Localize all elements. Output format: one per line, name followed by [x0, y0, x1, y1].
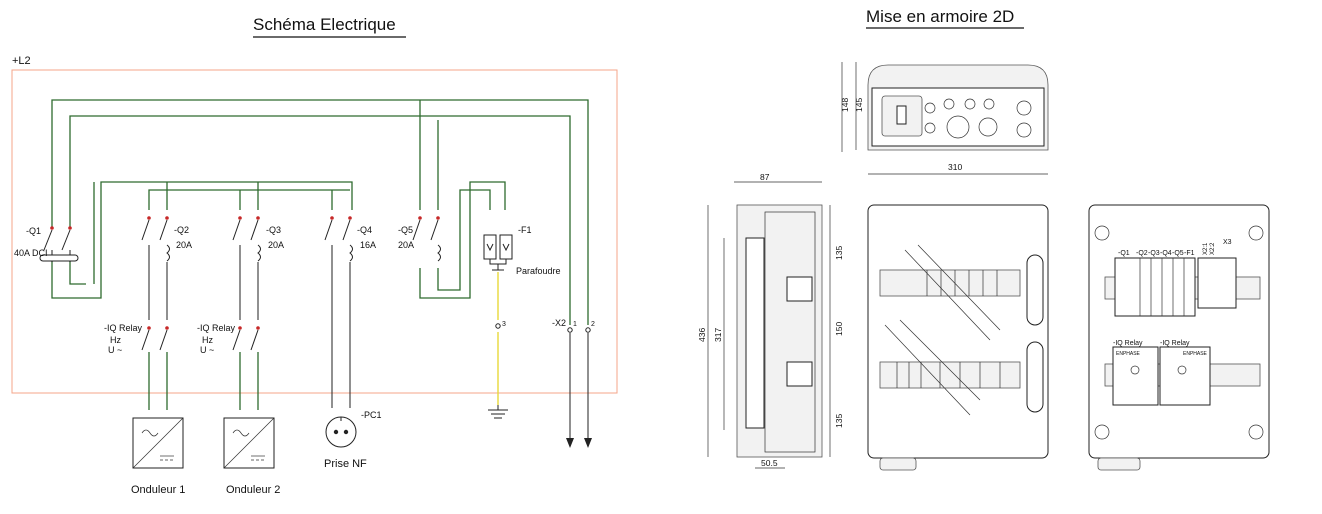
dc-loop-outer	[51, 181, 353, 299]
interior-view: -Q1 -Q2 -Q3 -Q4 -Q5 -F1 X2:1 X2:2 X3 -IQ…	[1088, 204, 1270, 471]
q2-tag: -Q2	[174, 225, 189, 235]
dim-side-depth: 87	[760, 172, 770, 182]
dc-loop-inner	[69, 258, 86, 285]
iq-relay-1: -IQ Relay Hz U ~	[104, 323, 169, 355]
inverter-2: Onduleur 2	[223, 417, 280, 496]
relay2-hz: Hz	[202, 335, 213, 345]
f1-surge-arrester: -F1 Parafoudre	[483, 225, 561, 276]
q3-rating: 20A	[268, 240, 284, 250]
q5-rating: 20A	[398, 240, 414, 250]
dc-wire-pos	[51, 99, 589, 325]
q5-breaker: -Q5 20A	[398, 216, 441, 262]
relay2-u: U ~	[200, 345, 214, 355]
dim-side-bottom: 50.5	[761, 458, 778, 468]
int-brand2: ENPHASE	[1183, 351, 1208, 357]
inverter2-label: Onduleur 2	[226, 484, 280, 496]
int-x2-pin1: X2:1	[1203, 242, 1209, 255]
q2-rating: 20A	[176, 240, 192, 250]
int-x3: X3	[1223, 239, 1232, 246]
x2-pin1: 1	[573, 321, 577, 328]
q1-tag: -Q1	[26, 226, 41, 236]
int-f1: -F1	[1184, 250, 1195, 257]
socket-pc1: -PC1 Prise NF	[324, 410, 382, 470]
dim-top-h1: 148	[840, 98, 850, 112]
side-view: 87 436 317 50.5 135 150 135	[697, 172, 844, 469]
q5-loop-b	[437, 189, 491, 291]
x2-terminals: -X2 1 2	[552, 318, 595, 448]
dim-rail-b: 150	[834, 322, 844, 336]
q4-tag: -Q4	[357, 225, 372, 235]
front-view	[867, 204, 1049, 471]
inverter1-label: Onduleur 1	[131, 484, 185, 496]
relay1-u: U ~	[108, 345, 122, 355]
dim-top-h2: 145	[854, 98, 864, 112]
electrical-schematic: Schéma Electrique +L2 -Q1 40A DCI	[11, 15, 618, 496]
ac-bus-1	[148, 189, 350, 210]
int-brand1: ENPHASE	[1116, 351, 1141, 357]
dim-rail-a: 135	[834, 246, 844, 260]
inverter-1: Onduleur 1	[131, 417, 185, 496]
dim-top-width: 310	[948, 162, 962, 172]
relay1-hz: Hz	[110, 335, 121, 345]
x2-tag: -X2	[552, 318, 566, 328]
int-q1: -Q1	[1118, 250, 1130, 257]
int-relay2: -IQ Relay	[1160, 340, 1190, 347]
dim-side-h-total: 436	[697, 328, 707, 342]
relay1-tag: -IQ Relay	[104, 323, 143, 333]
enclosure-frame	[11, 69, 618, 394]
q3-breaker: -Q3 20A	[232, 216, 284, 320]
earth-symbol	[488, 405, 508, 419]
dc-wire-neg	[69, 115, 571, 325]
dim-rail-c: 135	[834, 414, 844, 428]
armoire-title: Mise en armoire 2D	[866, 7, 1014, 26]
q4-rating: 16A	[360, 240, 376, 250]
f1-tag: -F1	[518, 225, 532, 235]
earth-pin-label: 3	[502, 321, 506, 328]
frame-label: +L2	[12, 55, 31, 67]
pc1-tag: -PC1	[361, 410, 382, 420]
int-q3: -Q3	[1148, 250, 1160, 257]
int-x2-pin2: X2:2	[1210, 242, 1216, 255]
pc1-name: Prise NF	[324, 458, 367, 470]
dim-side-h-inner: 317	[713, 328, 723, 342]
schema-title: Schéma Electrique	[253, 15, 396, 34]
int-q4: -Q4	[1160, 250, 1172, 257]
q5-loop-a	[419, 181, 506, 299]
relay2-tag: -IQ Relay	[197, 323, 236, 333]
relay-output-wires	[148, 352, 259, 410]
f1-name: Parafoudre	[516, 266, 561, 276]
q1-rating: 40A DCI	[14, 248, 48, 258]
iq-relay-2: -IQ Relay Hz U ~	[197, 323, 260, 355]
q3-tag: -Q3	[266, 225, 281, 235]
q1-switch: -Q1 40A DCI	[14, 226, 79, 262]
int-q2: -Q2	[1136, 250, 1148, 257]
x2-pin2: 2	[591, 321, 595, 328]
top-view: 148 145 310	[840, 62, 1049, 175]
q4-breaker: -Q4 16A	[324, 216, 376, 408]
cabinet-layout: Mise en armoire 2D 148 145 310	[697, 7, 1270, 471]
int-q5: -Q5	[1172, 250, 1184, 257]
q5-tag: -Q5	[398, 225, 413, 235]
int-relay1: -IQ Relay	[1113, 340, 1143, 347]
q2-breaker: -Q2 20A	[141, 216, 192, 320]
earth-pin	[495, 323, 501, 329]
